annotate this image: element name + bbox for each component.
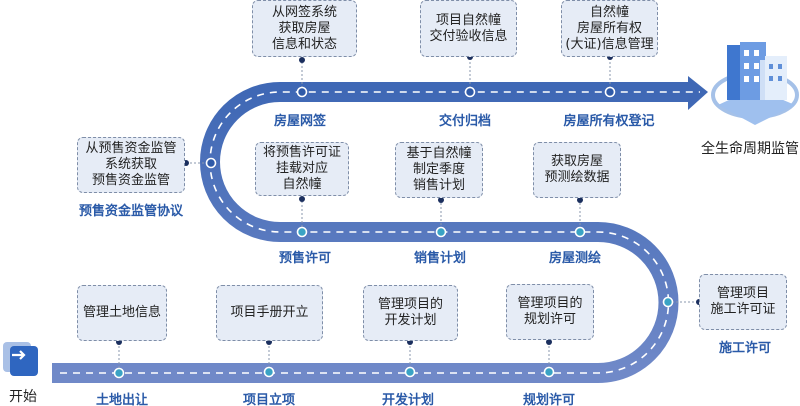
buildings-icon: [711, 42, 799, 125]
stage-label: 预售资金监管协议: [78, 204, 184, 219]
stage-desc-contract: 从网签系统 获取房屋 信息和状态: [252, 0, 357, 57]
stage-desc-ownership: 自然幢 房屋所有权 (大证)信息管理: [561, 0, 658, 57]
stage-desc-delivery: 项目自然幢 交付验收信息: [420, 0, 517, 57]
stage-desc-land: 管理土地信息: [77, 285, 167, 341]
stage-desc-construction: 管理项目 施工许可证: [699, 274, 787, 330]
stage-label: 施工许可: [718, 341, 772, 356]
stage-desc-sales-plan: 基于自然幢 制定季度 销售计划: [395, 142, 483, 198]
stage-desc-planning: 管理项目的 规划许可: [506, 284, 594, 340]
stage-label: 房屋网签: [273, 114, 327, 129]
stage-label: 预售许可: [278, 251, 332, 266]
arrow-right-icon: [3, 342, 38, 376]
start-label: 开始: [9, 389, 37, 405]
stage-desc-dev-plan: 管理项目的 开发计划: [363, 285, 458, 341]
stage-label: 土地出让: [95, 393, 149, 406]
road-nodes: [113, 226, 674, 379]
stage-desc-presale: 将预售许可证 挂载对应 自然幢: [255, 142, 349, 196]
stage-label: 规划许可: [522, 393, 576, 406]
stage-label: 开发计划: [381, 393, 435, 406]
stage-desc-survey: 获取房屋 预测绘数据: [533, 142, 621, 198]
stage-desc-fund: 从预售资金监管 系统获取 预售资金监管: [77, 137, 185, 193]
end-label: 全生命周期监管: [701, 141, 799, 157]
stage-label: 项目立项: [242, 393, 296, 406]
stage-label: 房屋所有权登记: [563, 114, 655, 129]
stage-desc-project: 项目手册开立: [216, 285, 323, 341]
stage-label: 交付归档: [438, 114, 492, 129]
stage-label: 房屋测绘: [548, 251, 602, 266]
stage-label: 销售计划: [413, 251, 467, 266]
road-arrowhead: [688, 76, 708, 110]
